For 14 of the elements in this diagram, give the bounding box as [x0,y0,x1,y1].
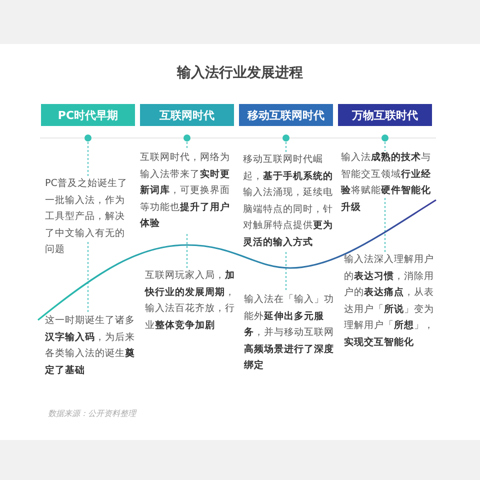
description-text: 这一时期诞生了诸多汉字输入码，为后来各类输入法的诞生奠定了基础 [45,314,135,378]
description-text: 输入法在「输入」功能外延伸出多元服务，并与移动互联网高频场景进行了深度绑定 [244,293,334,373]
description-text: 互联网玩家入局，加快行业的发展周期，输入法百花齐放，行业整体竞争加剧 [145,269,235,332]
title: 输入法行业发展进程 [176,64,304,82]
source-note: 数据来源：公开资料整理 [48,408,136,419]
description-text: 移动互联网时代崛起，基于手机系统的输入法涌现，延续电脑端特点的同时，针对触屏特点提供更为灵活的输入方式 [243,153,334,250]
description-text: 互联网时代，网络为输入法带来了实时更新词库，可更换界面等功能也提升了用户体验 [140,151,231,231]
era-box: 万物互联时代 [338,104,432,126]
description-text: PC普及之始诞生了一批输入法，作为工具型产品，解决了中文输入有无的问题 [45,177,128,257]
era-box: PC时代早期 [41,104,135,126]
era-box: 互联网时代 [140,104,234,126]
description-text: 输入法深入理解用户的表达习惯，消除用户的表达痛点，从表达用户「所说」变为理解用户「所想」，实现交互智能化 [344,253,434,350]
description-text: 输入法成熟的技术与智能交互领域行业经验将赋能硬件智能化升级 [341,151,432,214]
era-box: 移动互联网时代 [239,104,333,126]
